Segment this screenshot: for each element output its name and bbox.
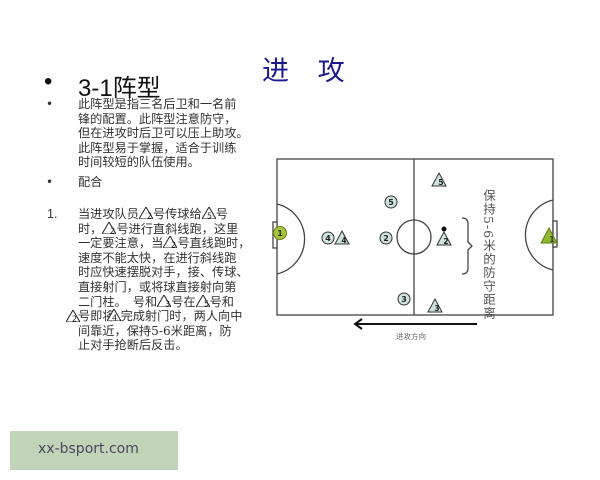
player-triangle-icon: 3 — [157, 294, 172, 307]
defender-2: 2 — [436, 226, 452, 246]
text-segment: 二门柱。 号和 — [78, 294, 158, 309]
svg-text:1: 1 — [549, 235, 554, 244]
text-segment: 当进攻队员 — [78, 207, 139, 221]
player-triangle-icon: 4 — [106, 309, 121, 322]
svg-text:4: 4 — [325, 234, 331, 243]
text-line: 时应快速摆脱对手，接、传球、 — [78, 265, 249, 280]
bullet-dot: • — [46, 175, 54, 189]
svg-text:3: 3 — [401, 295, 407, 304]
field-boundary — [276, 158, 554, 316]
watermark-banner: xx-bsport.com — [10, 431, 178, 470]
text-line: 但在进攻时后卫可以压上助攻。 — [78, 126, 249, 141]
svg-text:4: 4 — [112, 314, 117, 322]
svg-text:2: 2 — [72, 315, 77, 323]
right-goal — [552, 220, 558, 248]
svg-text:5: 5 — [207, 212, 212, 220]
center-circle — [396, 219, 432, 255]
text-segment: 完成射门时，两人向中 — [120, 309, 243, 324]
text-segment: 时， — [78, 221, 103, 236]
text-line: 配合 — [78, 175, 103, 189]
svg-text:5: 5 — [438, 178, 443, 187]
player-triangle-icon: 5 — [201, 207, 216, 220]
svg-text:3: 3 — [165, 299, 170, 307]
text-line: 此阵型是指三名后卫和一名前 — [78, 97, 237, 111]
player-triangle-icon: 2 — [102, 221, 117, 234]
ball-icon — [441, 226, 447, 232]
text-line: 直接射门，或将球直接射向第 — [78, 279, 237, 294]
watermark-text: xx-bsport.com — [38, 441, 139, 457]
defender-3: 3 — [427, 297, 443, 313]
attacker-4: 4 — [321, 231, 335, 245]
slide-title: 进 攻 — [262, 56, 355, 87]
text-line: 此阵型易于掌握，适合于训练 — [78, 140, 237, 155]
attack-direction-label: 进攻方向 — [396, 332, 426, 341]
bullet-dot: • — [46, 97, 54, 111]
text-segment: 号进行直斜线跑，这里 — [116, 221, 239, 236]
defender-4: 4 — [334, 229, 350, 245]
svg-text:5: 5 — [204, 299, 209, 307]
right-penalty-arc — [524, 199, 554, 271]
left-penalty-arc — [276, 203, 306, 275]
text-line: 速度不能太快，在进行斜线跑 — [78, 250, 237, 265]
defender-1-goalkeeper: 1 — [540, 226, 558, 244]
svg-text:3: 3 — [434, 304, 439, 313]
text-segment: 号即将 — [78, 309, 115, 324]
text-segment: 号传球给 — [152, 207, 202, 221]
text-segment: 号在 — [171, 294, 196, 309]
attacker-1-goalkeeper: 1 — [273, 226, 287, 240]
attack-direction-arrow — [353, 318, 477, 330]
distance-brace — [461, 217, 473, 275]
bullet-dot: • — [44, 68, 53, 95]
text-segment: 号和 — [209, 294, 234, 309]
text-line: 锋的配置。此阵型注意防守， — [78, 111, 237, 126]
player-triangle-icon: 2 — [66, 310, 80, 323]
formation-description: 此阵型是指三名后卫和一名前 锋的配置。此阵型注意防守， 但在进攻时后卫可以压上助… — [78, 97, 278, 170]
svg-text:4: 4 — [341, 236, 346, 245]
defense-distance-label: 保持5-6米的防守距离 — [481, 189, 496, 321]
attacker-3: 3 — [397, 292, 411, 306]
svg-text:2: 2 — [383, 234, 389, 243]
player-triangle-icon: 2 — [138, 207, 153, 220]
text-segment: 号直线跑时， — [177, 236, 251, 251]
svg-text:2: 2 — [443, 237, 448, 246]
svg-text:2: 2 — [110, 226, 115, 234]
attacker-2: 2 — [379, 231, 393, 245]
text-line: 间靠近，保持5-6米距离，防 — [78, 323, 232, 338]
attacker-5: 5 — [384, 195, 398, 209]
list-number: 1. — [47, 207, 58, 221]
text-line: 止对手抢断后反击。 — [78, 338, 188, 353]
svg-text:2: 2 — [147, 212, 152, 220]
text-line: 时间较短的队伍使用。 — [78, 155, 200, 170]
svg-text:5: 5 — [388, 198, 394, 207]
text-segment: 一定要注意，当 — [78, 236, 164, 251]
player-triangle-icon: 5 — [195, 294, 210, 307]
svg-text:2: 2 — [171, 241, 176, 249]
formation-heading: 3-1阵型 — [78, 75, 161, 102]
svg-text:1: 1 — [277, 229, 283, 238]
player-triangle-icon: 2 — [163, 236, 178, 249]
defender-5: 5 — [431, 171, 447, 187]
combination-label: 配合 — [78, 175, 278, 190]
text-segment: 号 — [215, 207, 228, 221]
